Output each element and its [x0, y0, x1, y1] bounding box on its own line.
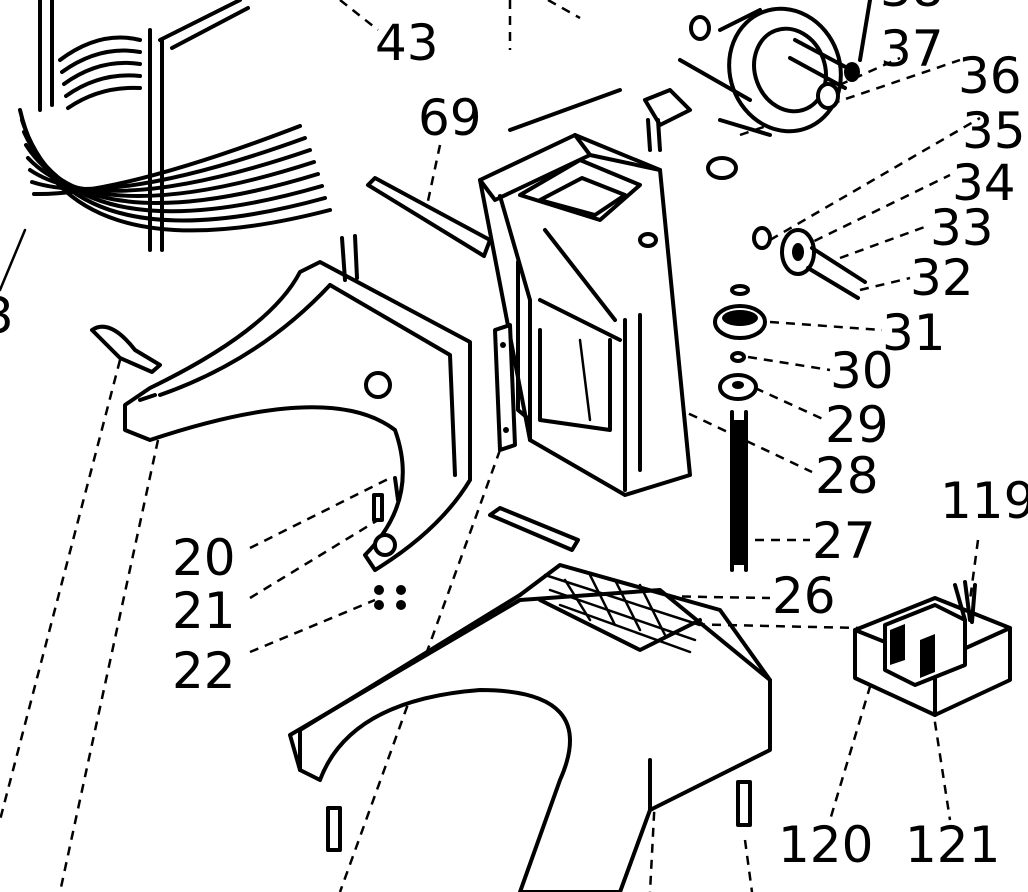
plate-strip	[493, 323, 517, 452]
bar-part	[366, 176, 492, 258]
callout-20: 20	[172, 529, 236, 587]
callout-31: 31	[882, 304, 946, 362]
wire-bowl-guard	[0, 0, 332, 292]
callout-120: 120	[778, 816, 873, 874]
callout-33: 33	[930, 199, 994, 257]
callout-27: 27	[812, 512, 876, 570]
spindle-parts	[713, 226, 867, 572]
small-clip	[90, 324, 162, 374]
machine-base	[288, 563, 772, 892]
callout-121: 121	[905, 816, 1000, 874]
gear-head-assembly	[508, 0, 872, 137]
callout-28: 28	[815, 447, 879, 505]
callout-30: 30	[830, 342, 894, 400]
callout-22: 22	[172, 642, 236, 700]
lift-arm	[123, 234, 472, 572]
callout-36: 36	[958, 47, 1022, 105]
callout-labels: 43 38 37 36 35 34 33 32 31 30 29 28 27 2…	[0, 0, 1028, 874]
callout-21: 21	[172, 582, 236, 640]
callout-43: 43	[375, 14, 439, 72]
callout-32: 32	[910, 249, 974, 307]
pins-20-22	[372, 476, 406, 610]
callout-34: 34	[952, 154, 1016, 212]
small-link	[488, 506, 580, 552]
callout-26: 26	[772, 567, 836, 625]
callout-29: 29	[825, 396, 889, 454]
callout-119: 119	[940, 472, 1028, 530]
top-bracket	[643, 88, 738, 180]
callout-35: 35	[962, 102, 1026, 160]
callout-69: 69	[418, 89, 482, 147]
callout-3: 3	[0, 287, 14, 345]
callout-37: 37	[880, 20, 944, 78]
column-housing	[478, 133, 692, 497]
switch-box	[853, 580, 1012, 717]
callout-38: 38	[880, 0, 944, 18]
